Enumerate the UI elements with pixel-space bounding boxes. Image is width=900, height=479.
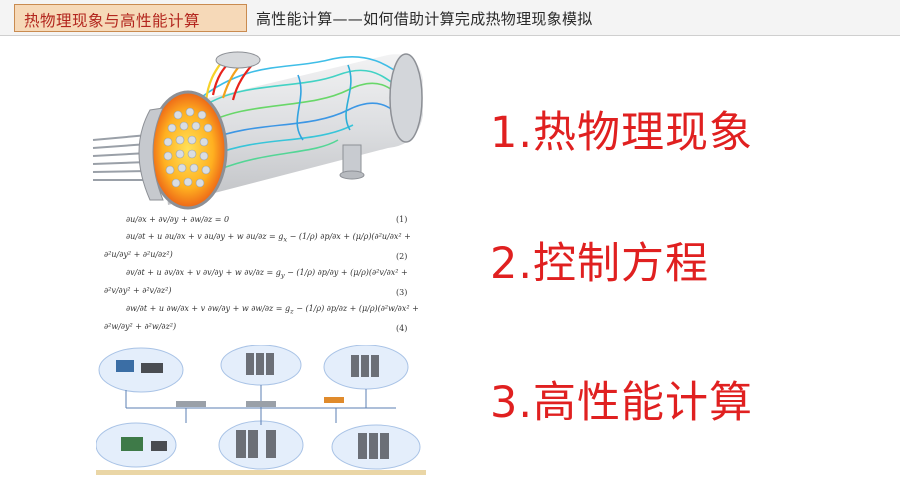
header-bar: 热物理现象与高性能计算 高性能计算——如何借助计算完成热物理现象模拟 xyxy=(0,0,900,36)
equation-number: (2) xyxy=(396,252,408,261)
point-thermal-phenomena: 1.热物理现象 xyxy=(490,108,754,158)
inlet-pipes xyxy=(92,134,149,181)
point-governing-equations: 2.控制方程 xyxy=(490,239,710,289)
section-tab[interactable]: 热物理现象与高性能计算 xyxy=(14,4,247,32)
equation-number: (3) xyxy=(396,288,408,297)
navier-stokes-equations-image: ∂u/∂x + ∂v/∂y + ∂w/∂z = 0 (1) ∂u/∂t + u … xyxy=(104,215,419,333)
point-hpc: 3.高性能计算 xyxy=(490,378,754,428)
equation-number: (4) xyxy=(396,324,408,333)
hpc-cluster-network-diagram xyxy=(96,345,421,470)
equation-number: (1) xyxy=(396,215,408,224)
heat-exchanger-cfd-image xyxy=(92,51,423,210)
bottom-accent-bar xyxy=(96,470,426,475)
section-tab-label: 热物理现象与高性能计算 xyxy=(24,12,201,30)
slide-subtitle: 高性能计算——如何借助计算完成热物理现象模拟 xyxy=(256,10,593,28)
